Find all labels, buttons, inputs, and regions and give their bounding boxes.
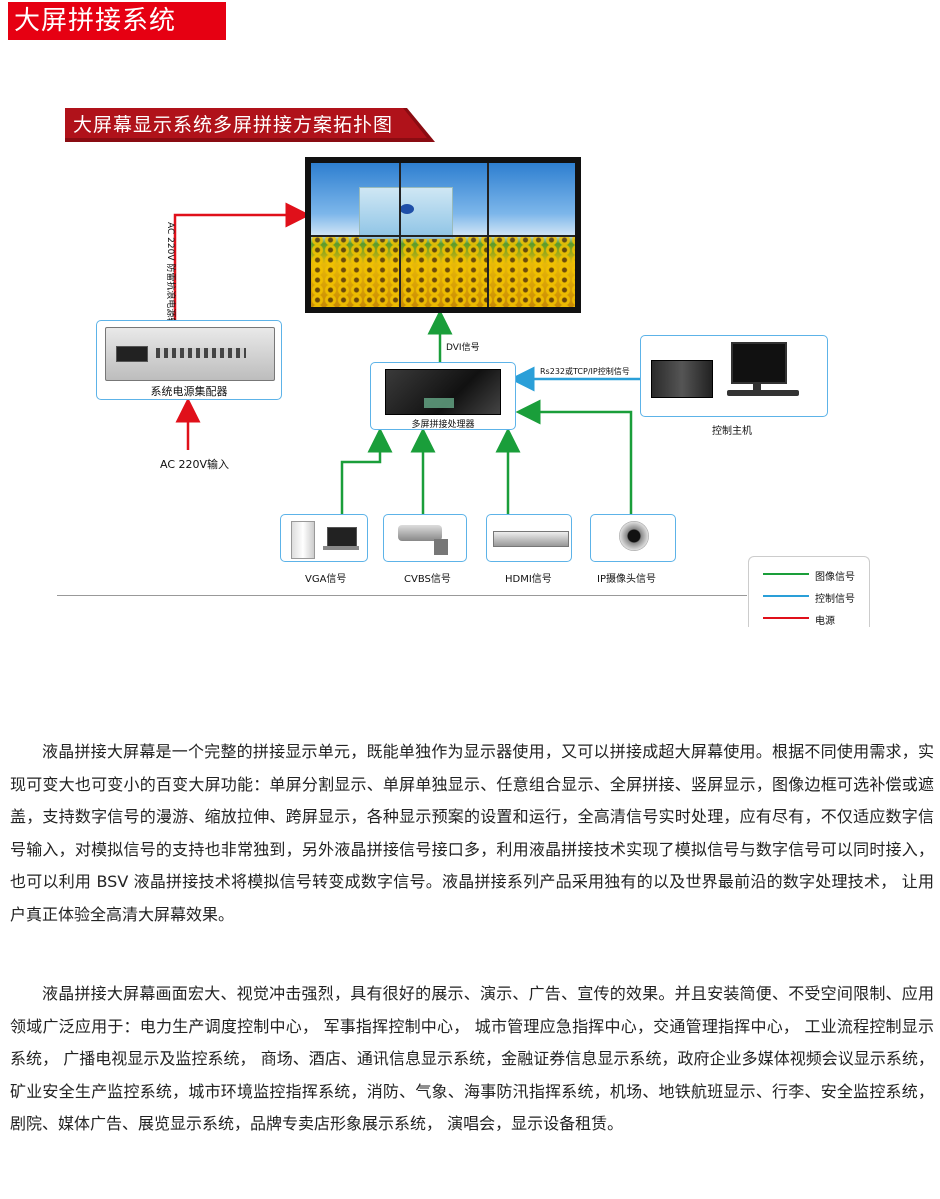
legend-label-control: 控制信号 (815, 594, 855, 605)
dvi-label: DVI信号 (446, 343, 480, 353)
keyboard-icon (727, 390, 799, 396)
legend-label-image: 图像信号 (815, 572, 855, 583)
switch-row (156, 348, 246, 358)
vga-line (340, 427, 393, 514)
banner-background (65, 108, 435, 142)
processor-label: 多屏拼接处理器 (411, 420, 475, 430)
ac-input-label: AC 220V输入 (160, 458, 230, 471)
vga-laptop-icon (327, 527, 357, 547)
vga-label: VGA信号 (305, 574, 347, 585)
control-host-node (640, 335, 828, 417)
control-host-label: 控制主机 (712, 426, 752, 437)
cvbs-label: CVBS信号 (404, 574, 451, 585)
vga-pc-icon (291, 521, 315, 559)
swimmer-icon (400, 204, 414, 214)
camera-mount (434, 539, 448, 555)
hdmi-label: HDMI信号 (505, 574, 552, 585)
section-title: 大屏拼接系统 (8, 2, 226, 40)
power-distributor-node: 系统电源集配器 (96, 320, 282, 400)
ipcam-label: IP摄像头信号 (597, 574, 656, 585)
processor-icon (385, 369, 501, 415)
laptop-base (323, 546, 359, 550)
body-paragraph-2: 液晶拼接大屏幕画面宏大、视觉冲击强烈，具有很好的展示、演示、广告、宣传的效果。并… (10, 984, 934, 1134)
monitor-stand (753, 384, 761, 390)
legend-label-power: 电源 (815, 616, 835, 627)
hdmi-player-icon (493, 531, 569, 547)
ac-protect-label: AC 220V 防雷抗浪电源输入 (165, 222, 175, 336)
control-label: Rs232或TCP/IP控制信号 (540, 367, 630, 376)
connection-lines (173, 202, 640, 514)
cvbs-camera-icon (398, 525, 442, 541)
video-wall (305, 157, 581, 313)
video-wall-image (311, 163, 575, 307)
swimmer-window (359, 187, 453, 239)
body-paragraph-1: 液晶拼接大屏幕是一个完整的拼接显示单元，既能单独作为显示器使用，又可以拼接成超大… (10, 742, 934, 924)
power-distributor-label: 系统电源集配器 (150, 385, 228, 398)
processor-display (424, 398, 454, 408)
legend-swatches (763, 573, 809, 619)
vga-node (280, 514, 368, 562)
power-distributor-icon (105, 327, 275, 381)
wall-divider (311, 235, 575, 237)
display-panel (116, 346, 148, 362)
diagram-banner: 大屏幕显示系统多屏拼接方案拓扑图 (65, 108, 435, 142)
power-line-to-wall (173, 202, 311, 320)
ipcam-dome-icon (619, 521, 649, 551)
divider-line (57, 595, 747, 596)
ipcam-node (590, 514, 676, 562)
control-host-monitor-icon (731, 342, 787, 384)
sunflower-field (311, 235, 575, 307)
control-host-tower-icon (651, 360, 713, 398)
legend: 图像信号 控制信号 电源 (748, 556, 870, 627)
cvbs-node (383, 514, 467, 562)
banner-title: 大屏幕显示系统多屏拼接方案拓扑图 (73, 114, 394, 136)
processor-node: 多屏拼接处理器 (370, 362, 516, 430)
hdmi-node (486, 514, 572, 562)
ipcam-line (515, 399, 633, 514)
